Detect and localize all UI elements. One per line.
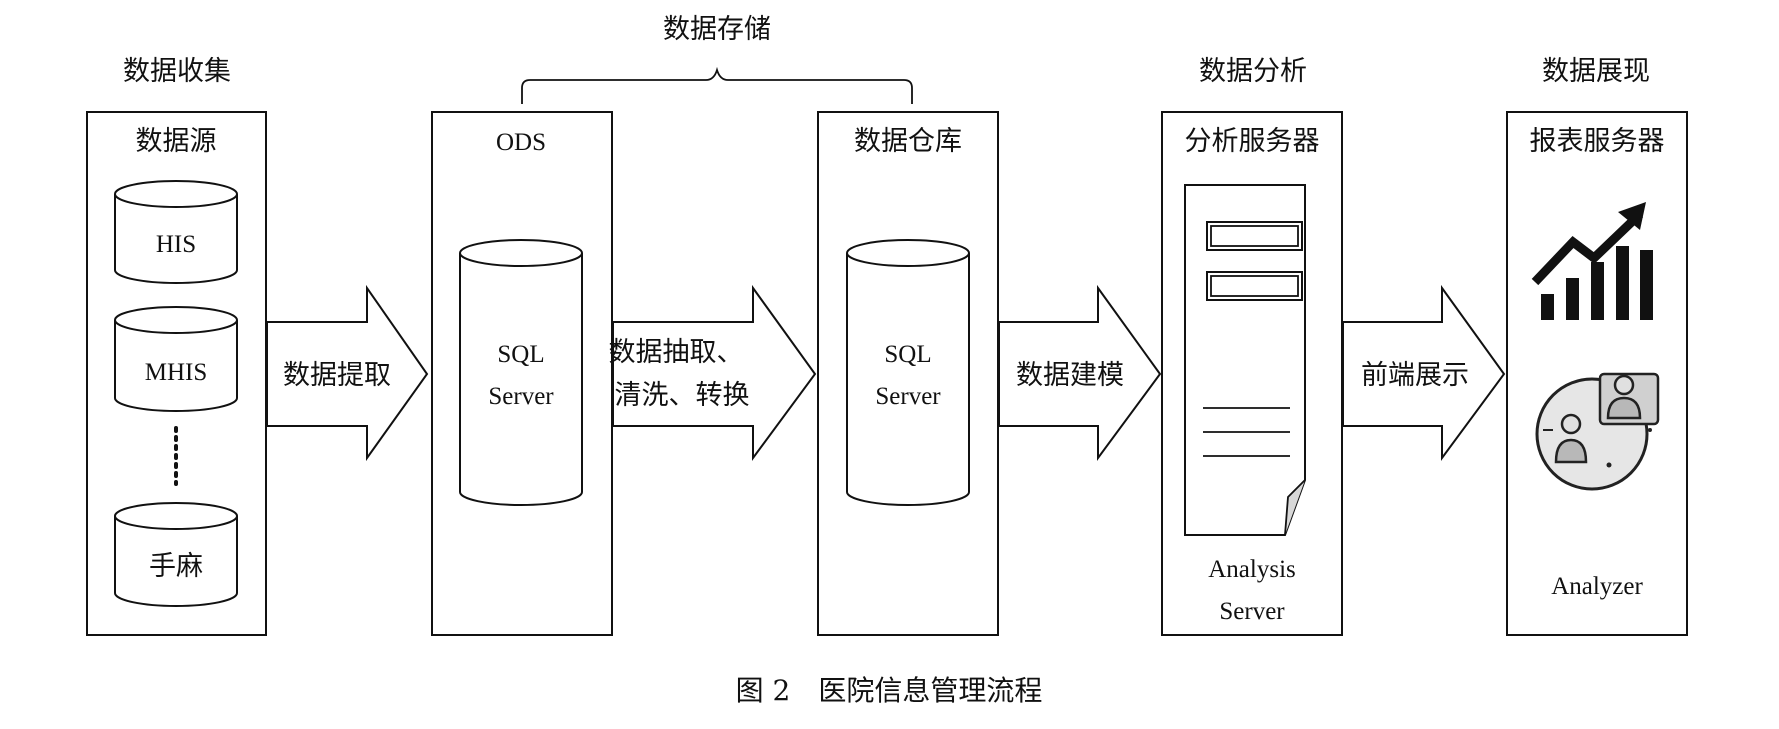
database-cylinder-icon bbox=[459, 239, 583, 506]
stage-analysis-label: 数据分析 bbox=[1199, 56, 1307, 87]
bar-chart-trend-icon bbox=[1531, 202, 1653, 320]
arrow-etl bbox=[612, 284, 817, 462]
ods-title: ODS bbox=[496, 129, 546, 156]
ods-box: ODS SQL Server bbox=[431, 111, 613, 636]
analysis-server-label-line1: Analysis bbox=[1208, 556, 1296, 583]
storage-brace bbox=[521, 66, 913, 104]
arrow-extract-label: 数据提取 bbox=[283, 360, 391, 391]
database-cylinder-icon bbox=[114, 180, 238, 284]
arrow-frontend-label: 前端展示 bbox=[1361, 360, 1469, 391]
users-analyzer-icon bbox=[1535, 372, 1660, 491]
report-server-title: 报表服务器 bbox=[1530, 126, 1665, 157]
ods-db-line2: Server bbox=[488, 383, 554, 410]
arrow-frontend bbox=[1342, 284, 1506, 462]
datasource-item-his: HIS bbox=[156, 231, 196, 258]
analysis-server-label-line2: Server bbox=[1219, 598, 1285, 625]
datasource-box: 数据源 HIS MHIS 手麻 bbox=[86, 111, 267, 636]
warehouse-title: 数据仓库 bbox=[854, 126, 962, 157]
database-cylinder-icon bbox=[846, 239, 970, 506]
arrow-modeling-label: 数据建模 bbox=[1016, 360, 1124, 391]
analysis-server-title: 分析服务器 bbox=[1185, 126, 1320, 157]
arrow-etl-label-line2: 清洗、转换 bbox=[615, 380, 750, 411]
arrow-extract bbox=[266, 284, 429, 462]
figure-caption: 图 2 医院信息管理流程 bbox=[736, 674, 1043, 707]
server-document-icon bbox=[1184, 184, 1306, 536]
database-cylinder-icon bbox=[114, 306, 238, 412]
datasource-title: 数据源 bbox=[136, 126, 217, 157]
warehouse-box: 数据仓库 SQL Server bbox=[817, 111, 999, 636]
datasource-item-anesthesia: 手麻 bbox=[149, 551, 203, 582]
analysis-server-box: 分析服务器 Analysis Server bbox=[1161, 111, 1343, 636]
stage-presentation-label: 数据展现 bbox=[1542, 56, 1650, 87]
stage-storage-label: 数据存储 bbox=[663, 14, 771, 45]
warehouse-db-line1: SQL bbox=[884, 341, 931, 368]
stage-collect-label: 数据收集 bbox=[123, 56, 231, 87]
warehouse-db-line2: Server bbox=[875, 383, 941, 410]
datasource-item-mhis: MHIS bbox=[145, 359, 208, 386]
arrow-etl-label-line1: 数据抽取、 bbox=[609, 337, 744, 368]
report-server-label: Analyzer bbox=[1551, 573, 1643, 600]
database-cylinder-icon bbox=[114, 502, 238, 607]
report-server-box: 报表服务器 Analyzer bbox=[1506, 111, 1688, 636]
ods-db-line1: SQL bbox=[497, 341, 544, 368]
arrow-modeling bbox=[998, 284, 1162, 462]
